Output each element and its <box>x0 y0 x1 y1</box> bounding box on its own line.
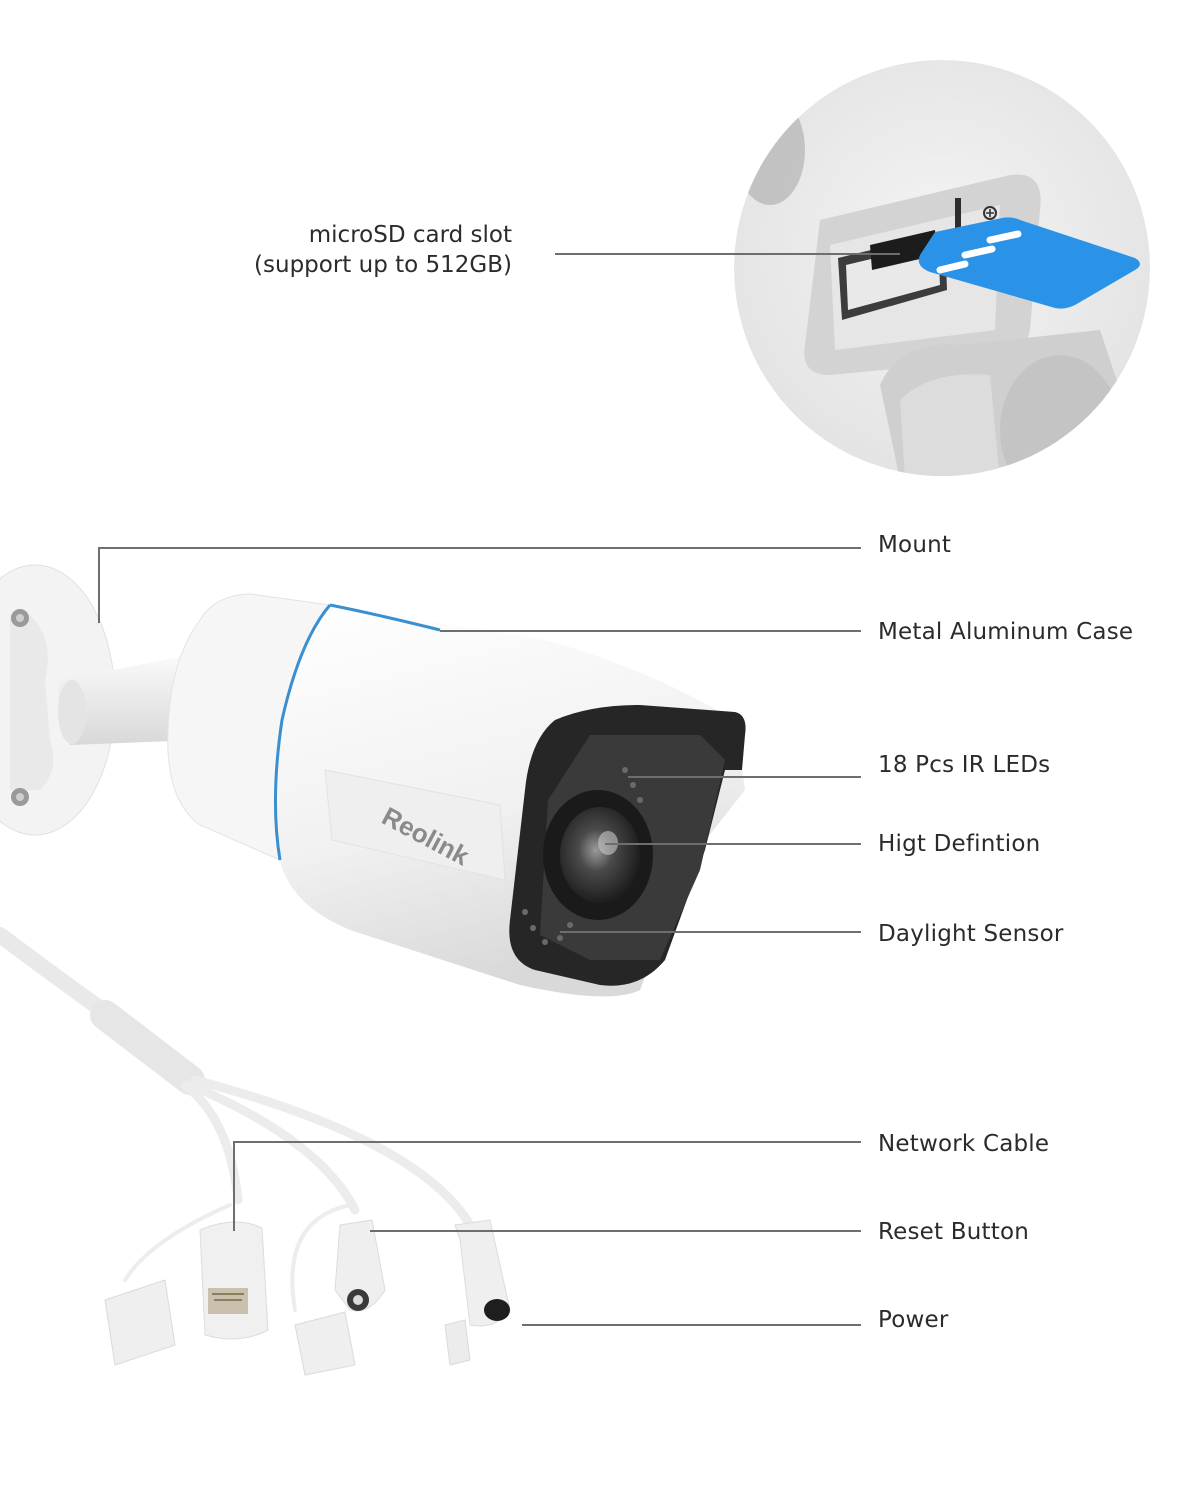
cable-assembly <box>0 927 475 1312</box>
leader-line-hd <box>605 843 861 845</box>
network-cable-label: Network Cable <box>878 1131 1050 1157</box>
power-connector <box>454 1219 511 1327</box>
daylight-sensor-label: Daylight Sensor <box>878 921 1064 947</box>
case-label: Metal Aluminum Case <box>878 619 1134 645</box>
microsd-label: microSD card slot <box>308 222 512 248</box>
microsd-capacity-label: (support up to 512GB) <box>254 252 512 278</box>
leader-line-microsd <box>555 253 900 255</box>
leader-line-case <box>440 630 861 632</box>
leader-line-power <box>522 1324 861 1326</box>
leader-line-daylight <box>560 931 861 933</box>
leader-line-reset <box>370 1230 861 1232</box>
ir-leds-label: 18 Pcs IR LEDs <box>878 752 1051 778</box>
reset-connector <box>334 1219 386 1312</box>
leader-line-network-v <box>233 1141 235 1231</box>
leader-line-mount-v <box>98 548 100 623</box>
leader-line-network-h <box>233 1141 861 1143</box>
microsd-card-icon <box>918 217 1140 309</box>
rj45-cap <box>104 1279 176 1366</box>
camera-body <box>167 593 746 997</box>
microsd-callout: microSD card slot (support up to 512GB) <box>254 220 512 280</box>
wall-mount <box>0 564 200 836</box>
power-cap <box>444 1319 471 1366</box>
leader-line-mount-h <box>98 547 861 549</box>
hd-label: Higt Defintion <box>878 831 1041 857</box>
rj45-connector <box>199 1221 269 1340</box>
mount-label: Mount <box>878 532 952 558</box>
power-label: Power <box>878 1307 949 1333</box>
leader-line-ir-leds <box>628 776 861 778</box>
reset-button-label: Reset Button <box>878 1219 1030 1245</box>
reset-cap <box>294 1311 356 1376</box>
